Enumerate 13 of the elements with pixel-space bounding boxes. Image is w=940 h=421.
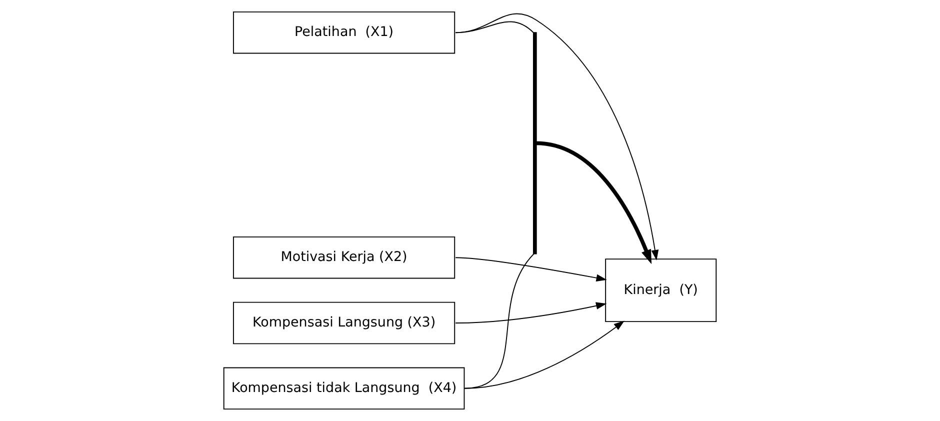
node-bar	[532, 32, 537, 254]
arrow	[455, 257, 607, 282]
arrow	[455, 302, 607, 324]
arrow	[464, 320, 624, 389]
arrow	[455, 13, 659, 260]
node-box: Kompensasi tidak Langsung (X4)	[223, 367, 465, 410]
node-box: Kinerja (Y)	[605, 258, 717, 322]
connector	[464, 253, 534, 389]
node-box: Kompensasi Langsung (X3)	[232, 302, 456, 344]
node-box: Motivasi Kerja (X2)	[232, 236, 456, 279]
arrow	[536, 141, 652, 264]
node-box: Pelatihan (X1)	[232, 11, 456, 54]
connector	[455, 21, 534, 34]
